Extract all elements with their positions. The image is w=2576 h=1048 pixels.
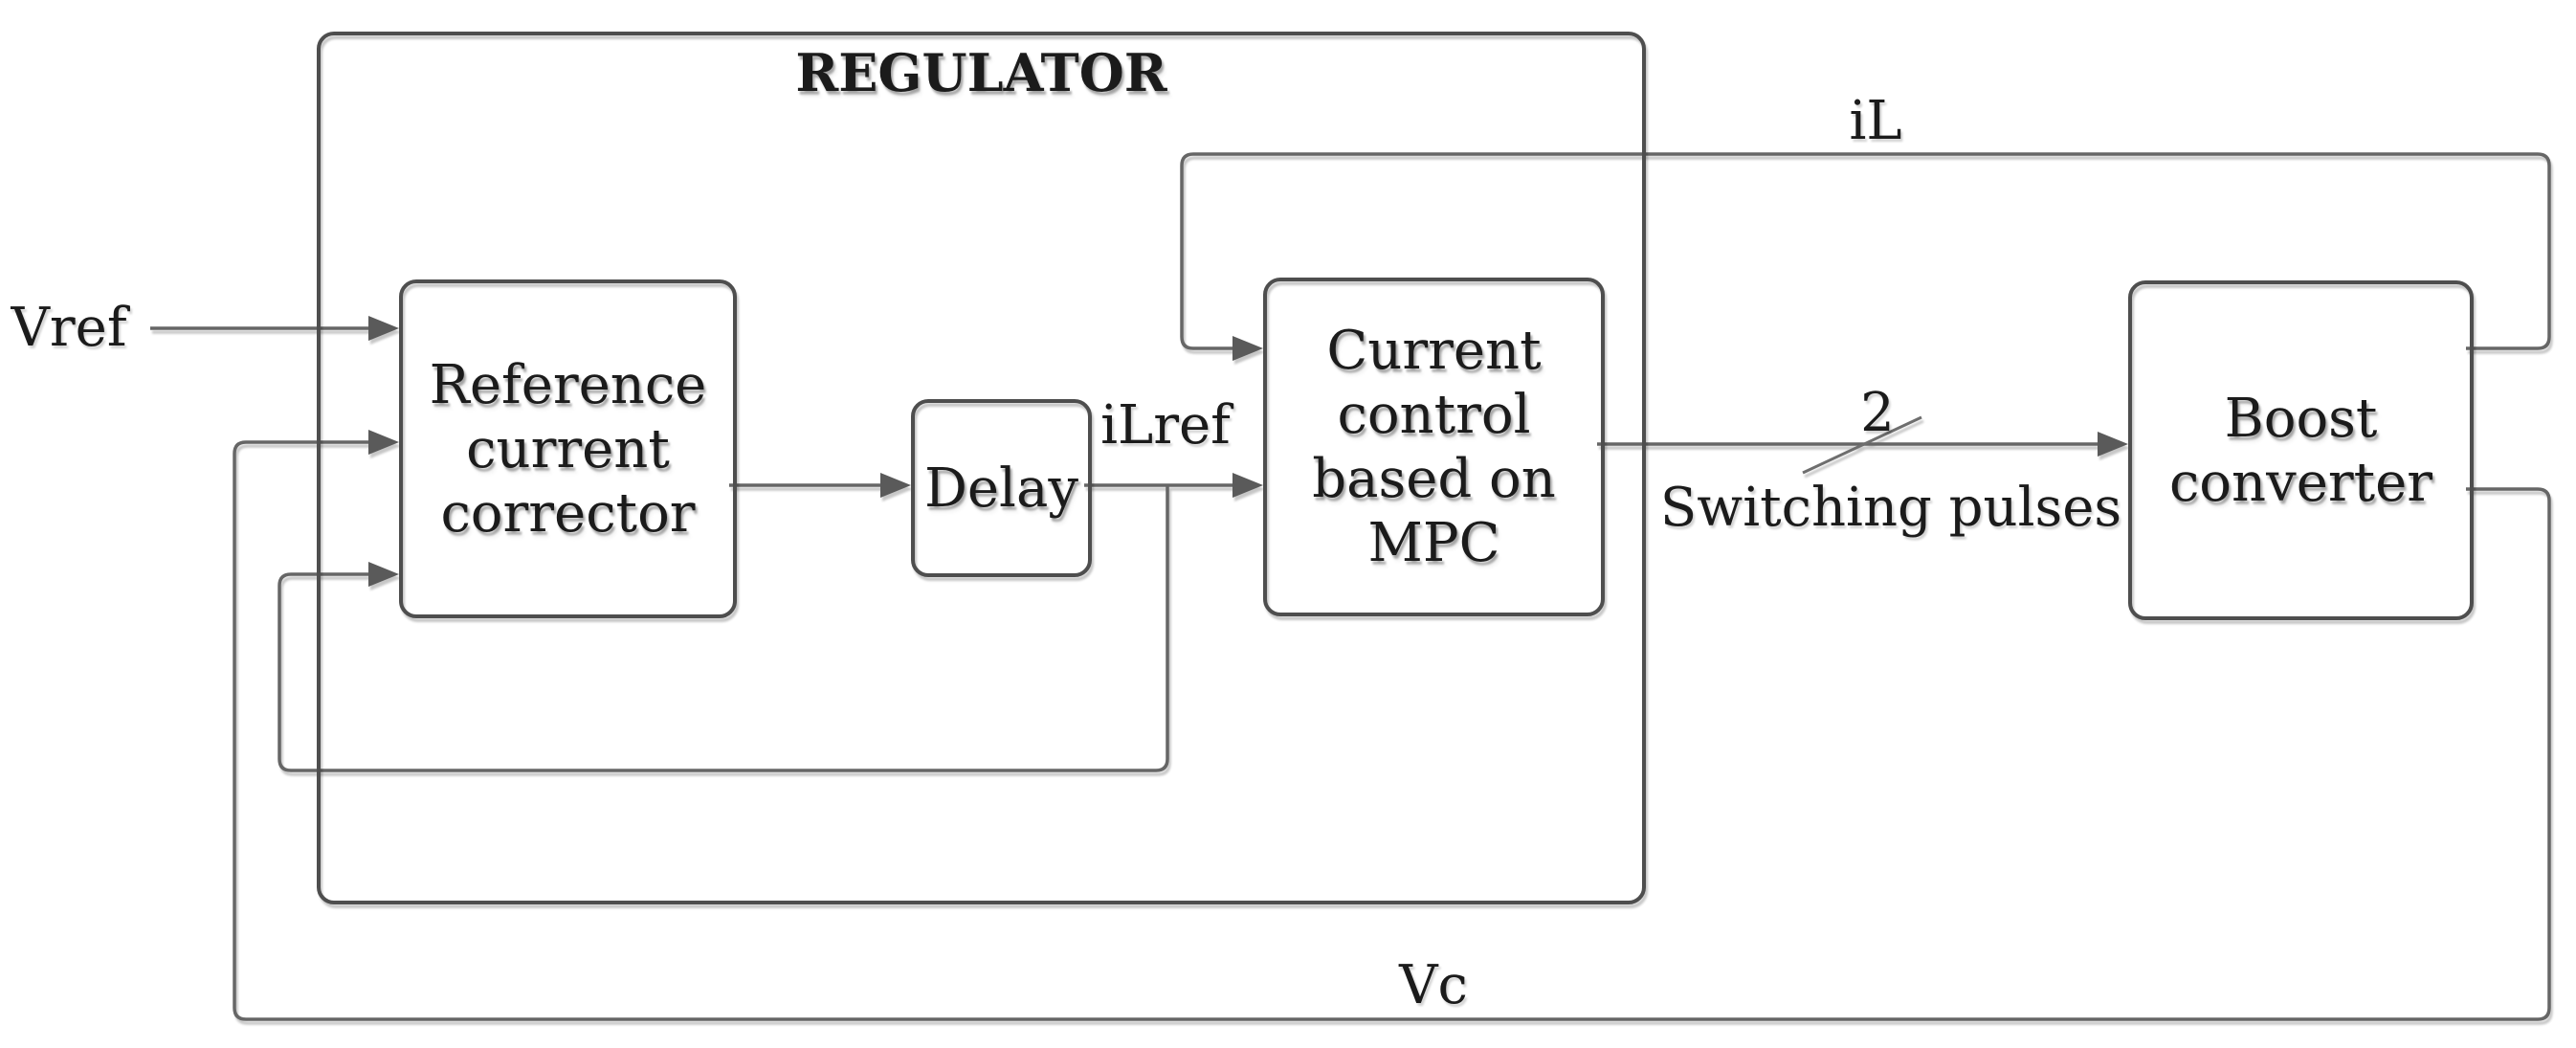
bus-width-slash	[1802, 415, 1922, 475]
vc-feedback-line	[233, 430, 2551, 1021]
delay-label: Delay	[924, 457, 1078, 520]
block-current-control-mpc: Current control based on MPC	[1263, 278, 1605, 616]
il-feedback-line	[1180, 152, 2551, 361]
block-reference-current-corrector: Reference current corrector	[399, 279, 737, 618]
ilref-feedback-line	[278, 485, 1169, 772]
regulator-title: REGULATOR	[795, 42, 1167, 103]
vref-input-arrow	[150, 316, 399, 341]
ref-to-delay-arrow	[729, 473, 911, 498]
current-control-mpc-label: Current control based on MPC	[1312, 320, 1556, 574]
label-il: iL	[1849, 90, 1902, 152]
block-delay: Delay	[911, 399, 1092, 577]
block-boost-converter: Boost converter	[2128, 280, 2474, 620]
reference-current-corrector-label: Reference current corrector	[429, 353, 707, 545]
regulator-group-box: REGULATOR	[317, 32, 1646, 904]
mpc-to-boost-arrow	[1597, 432, 2128, 457]
label-ilref: iLref	[1100, 394, 1231, 457]
label-vref: Vref	[11, 297, 127, 359]
delay-to-mpc-arrow	[1084, 473, 1263, 498]
boost-converter-label: Boost converter	[2168, 387, 2433, 514]
label-vc: Vc	[1399, 954, 1468, 1016]
label-bus-width: 2	[1860, 382, 1895, 444]
label-switching-pulses: Switching pulses	[1659, 477, 2122, 539]
